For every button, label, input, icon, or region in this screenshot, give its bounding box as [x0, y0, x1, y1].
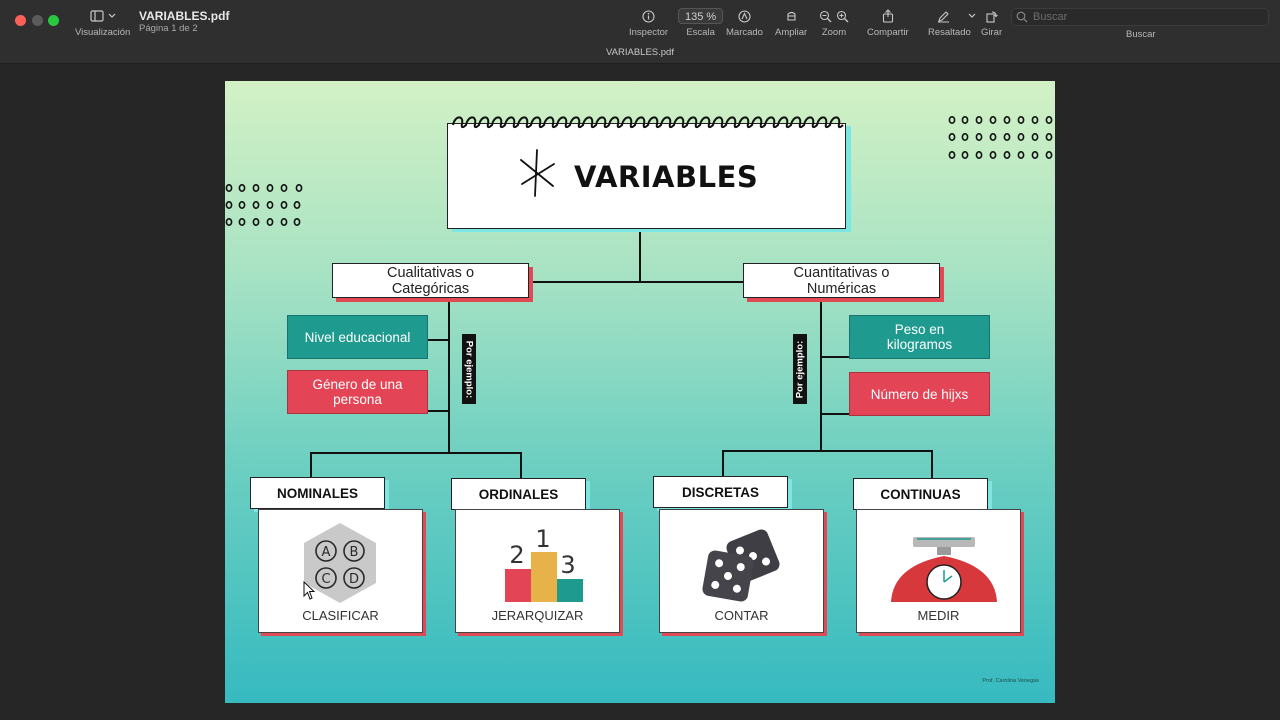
- podium-number-3: 3: [560, 551, 575, 579]
- diagram-title: VARIABLES: [574, 160, 759, 194]
- document-tab-title: VARIABLES.pdf: [606, 47, 674, 58]
- share-label: Compartir: [867, 27, 909, 38]
- card-measure: MEDIR: [856, 509, 1021, 633]
- type-label-ordinal: ORDINALES: [451, 478, 586, 510]
- podium-icon: 1 2 3: [505, 525, 583, 602]
- enlarge-button[interactable]: Ampliar: [775, 8, 807, 38]
- card-count: CONTAR: [659, 509, 824, 633]
- markup-label: Marcado: [726, 27, 763, 38]
- rotate-icon: [986, 10, 998, 23]
- example-tag-right: Por ejemplo:: [793, 334, 807, 404]
- dots-decoration-left: [225, 183, 303, 226]
- connector-lines: [310, 229, 933, 479]
- card-rank: 1 2 3 JERARQUIZAR: [455, 509, 620, 633]
- search-icon: [1016, 11, 1028, 23]
- info-icon: [642, 9, 655, 23]
- caption-rank: JERARQUIZAR: [491, 608, 584, 623]
- toolbar: Visualización VARIABLES.pdf Página 1 de …: [0, 0, 1280, 64]
- type-label-nominal: NOMINALES: [250, 477, 385, 509]
- zoom-controls[interactable]: Zoom: [819, 8, 849, 38]
- example-tag-left-text: Por ejemplo:: [463, 340, 475, 398]
- rotate-label: Girar: [981, 27, 1003, 38]
- choice-letter-a: A: [322, 545, 331, 560]
- example-gender: Género de una persona: [287, 370, 428, 414]
- scale-icon: [891, 537, 997, 602]
- search-label: Buscar: [1126, 29, 1156, 40]
- fit-icon: [787, 11, 796, 21]
- quantitative-line-1: Cuantitativas o: [793, 265, 890, 281]
- example-tag-right-text: Por ejemplo:: [794, 340, 806, 398]
- qualitative-category-box: Cualitativas o Categóricas: [332, 263, 529, 298]
- markup-button[interactable]: Marcado: [726, 8, 763, 38]
- share-icon: [882, 9, 893, 23]
- notebook-spiral-decoration: [452, 116, 844, 129]
- choice-letter-b: B: [350, 545, 359, 560]
- example-education-level: Nivel educacional: [287, 315, 428, 359]
- inspector-label: Inspector: [629, 27, 669, 38]
- caption-measure: MEDIR: [917, 608, 960, 623]
- choice-letter-d: D: [349, 572, 359, 587]
- asterisk-doodle-icon: [520, 149, 555, 197]
- scale-value: 135 %: [678, 8, 724, 24]
- qualitative-line-2: Categóricas: [391, 281, 470, 297]
- scale-control[interactable]: 135 % Escala: [678, 8, 724, 38]
- inspector-button[interactable]: Inspector: [629, 8, 668, 38]
- search-field[interactable]: [1011, 8, 1269, 26]
- dice-icon: [702, 529, 780, 602]
- caption-classify: CLASIFICAR: [302, 608, 379, 623]
- page-indicator: Página 1 de 2: [139, 23, 198, 34]
- author-credit: Prof. Carolina Venegas: [982, 678, 1039, 684]
- document-title: VARIABLES.pdf: [139, 9, 230, 23]
- enlarge-label: Ampliar: [775, 27, 808, 38]
- highlighter-icon: [937, 10, 949, 22]
- quantitative-line-2: Numéricas: [806, 281, 877, 297]
- type-label-continuous: CONTINUAS: [853, 478, 988, 510]
- podium-number-2: 2: [509, 541, 524, 569]
- example-children-count: Número de hijxs: [849, 372, 990, 416]
- zoom-in-icon[interactable]: [836, 10, 849, 23]
- minimize-window-button[interactable]: [32, 15, 43, 26]
- highlight-label: Resaltado: [928, 27, 971, 38]
- search-input[interactable]: [1033, 11, 1253, 23]
- scale-label: Escala: [686, 27, 715, 38]
- abcd-options-icon: A B C D: [304, 523, 376, 603]
- qualitative-line-1: Cualitativas o: [386, 265, 475, 281]
- type-label-discrete: DISCRETAS: [653, 476, 788, 508]
- example-weight: Peso en kilogramos: [849, 315, 990, 359]
- view-label: Visualización: [75, 27, 131, 38]
- mouse-cursor-icon: [303, 581, 316, 600]
- zoom-out-icon[interactable]: [819, 10, 832, 23]
- sidebar-icon: [90, 10, 104, 22]
- markup-pen-icon: [738, 9, 751, 23]
- zoom-window-button[interactable]: [48, 15, 59, 26]
- dots-decoration-top-right: [948, 115, 1053, 159]
- share-button[interactable]: Compartir: [867, 8, 909, 38]
- highlight-button[interactable]: Resaltado: [928, 8, 985, 38]
- podium-number-1: 1: [535, 525, 550, 553]
- title-card: VARIABLES: [447, 123, 846, 229]
- quantitative-category-box: Cuantitativas o Numéricas: [743, 263, 940, 298]
- caption-count: CONTAR: [714, 608, 769, 623]
- example-tag-left: Por ejemplo:: [462, 334, 476, 404]
- view-menu-button[interactable]: Visualización: [75, 8, 130, 38]
- close-window-button[interactable]: [15, 15, 26, 26]
- card-classify: A B C D CLASIFICAR: [258, 509, 423, 633]
- zoom-label: Zoom: [821, 27, 847, 38]
- chevron-down-icon[interactable]: [968, 13, 976, 19]
- rotate-button[interactable]: Girar: [981, 8, 1002, 38]
- pdf-page[interactable]: VARIABLES Cualitativas o Categóricas Cua…: [225, 81, 1055, 703]
- choice-letter-c: C: [321, 572, 330, 587]
- chevron-down-icon: [108, 13, 116, 18]
